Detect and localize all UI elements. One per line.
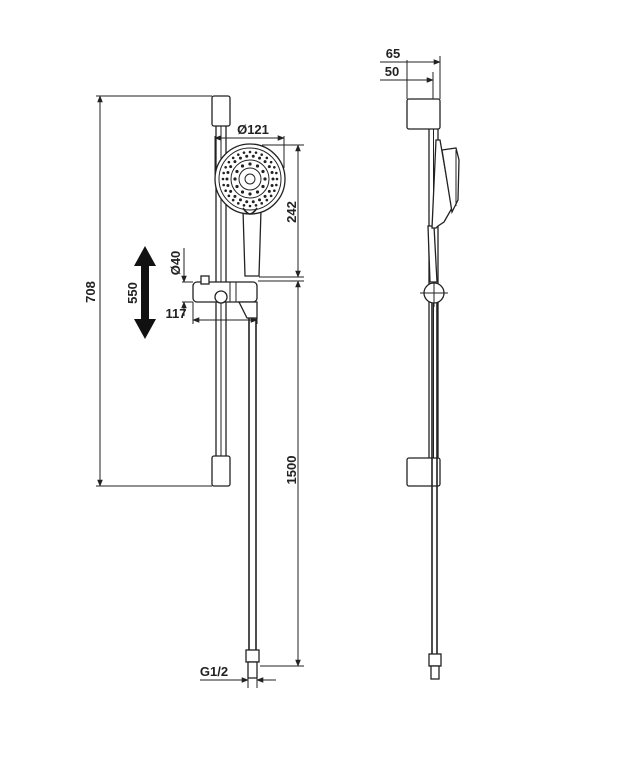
- nozzle-dot: [275, 177, 279, 181]
- nozzle-dot: [248, 204, 252, 208]
- nozzle-dot: [242, 151, 246, 154]
- slider-holder: [192, 275, 258, 319]
- nozzle-dot: [238, 156, 242, 160]
- dim-label-50: 50: [385, 64, 399, 79]
- nozzle-dot: [240, 164, 245, 168]
- nozzle-dot: [229, 165, 233, 169]
- nozzle-dot: [236, 202, 240, 205]
- dimension-65: 65: [380, 46, 441, 99]
- nozzle-dot: [251, 200, 255, 204]
- nozzle-dot: [248, 162, 252, 166]
- nozzle-dot: [251, 154, 255, 158]
- nozzle-dot: [261, 184, 265, 189]
- nozzle-dot: [233, 194, 237, 198]
- nozzle-dot: [258, 198, 262, 202]
- dim-label-550: 550: [125, 282, 140, 304]
- dim-label-g12: G1/2: [200, 664, 228, 679]
- nozzle-dot: [227, 160, 231, 164]
- front-view: 708 Ø121 242 Ø40 117: [83, 95, 304, 688]
- nozzle-dot: [222, 171, 225, 175]
- dim-label-diameter-40: Ø40: [168, 251, 183, 276]
- nozzle-dot: [245, 154, 249, 158]
- nozzle-dot: [269, 160, 273, 164]
- nozzle-dot: [270, 171, 274, 175]
- slide-range-arrow: [134, 246, 156, 339]
- dim-label-65: 65: [386, 46, 400, 61]
- nozzle-dot: [222, 183, 225, 187]
- nozzle-pattern: [221, 150, 279, 208]
- side-hand-shower: [427, 139, 460, 283]
- nozzle-dot: [248, 192, 252, 196]
- nozzle-dot: [263, 160, 267, 164]
- dim-label-117: 117: [166, 306, 187, 321]
- nozzle-dot: [267, 189, 271, 193]
- dimension-diameter-121: Ø121: [214, 122, 285, 176]
- nozzle-dot: [255, 190, 260, 194]
- shower-hose: [245, 318, 260, 679]
- nozzle-dot: [267, 165, 271, 169]
- nozzle-dot: [275, 171, 278, 175]
- nozzle-dot: [265, 156, 269, 160]
- nozzle-dot: [263, 177, 267, 181]
- nozzle-dot: [270, 183, 274, 187]
- nozzle-dot: [269, 194, 273, 198]
- dimension-g12: G1/2: [200, 664, 276, 688]
- nozzle-dot: [224, 189, 227, 193]
- dim-label-1500: 1500: [284, 456, 299, 485]
- dimension-242: 242: [259, 144, 304, 278]
- nozzle-dot: [235, 184, 239, 189]
- nozzle-dot: [226, 171, 230, 175]
- nozzle-dot: [233, 177, 237, 181]
- hand-shower: [214, 143, 286, 277]
- nozzle-dot: [231, 198, 235, 202]
- nozzle-dot: [233, 160, 237, 164]
- nozzle-dot: [224, 165, 227, 169]
- nozzle-dot: [242, 204, 246, 207]
- nozzle-dot: [265, 198, 269, 202]
- dim-label-708: 708: [83, 281, 98, 303]
- dimension-50: 50: [380, 64, 434, 99]
- nozzle-dot: [255, 164, 260, 168]
- nozzle-dot: [261, 169, 265, 174]
- nozzle-dot: [260, 153, 264, 156]
- nozzle-dot: [235, 169, 239, 174]
- nozzle-dot: [275, 183, 278, 187]
- dim-label-242: 242: [284, 201, 299, 223]
- side-view: 65 50: [380, 46, 460, 680]
- nozzle-dot: [225, 177, 229, 181]
- nozzle-dot: [227, 194, 231, 198]
- dimension-diameter-40: Ø40: [168, 248, 193, 316]
- nozzle-dot: [238, 198, 242, 202]
- nozzle-dot: [260, 202, 264, 205]
- nozzle-dot: [231, 156, 235, 160]
- side-bottom-bracket: [406, 457, 441, 487]
- nozzle-dot: [248, 150, 252, 154]
- nozzle-dot: [236, 153, 240, 156]
- nozzle-dot: [263, 194, 267, 198]
- nozzle-dot: [226, 183, 230, 187]
- nozzle-dot: [240, 190, 245, 194]
- nozzle-dot: [273, 189, 276, 193]
- nozzle-dot: [273, 165, 276, 169]
- nozzle-dot: [271, 177, 275, 181]
- dim-label-diameter-121: Ø121: [237, 122, 269, 137]
- top-wall-bracket: [211, 95, 231, 127]
- nozzle-dot: [258, 156, 262, 160]
- nozzle-dot: [221, 177, 225, 181]
- nozzle-dot: [254, 151, 258, 154]
- bottom-wall-bracket: [211, 455, 231, 487]
- dimension-117: 117: [166, 302, 258, 324]
- side-top-bracket: [406, 98, 441, 130]
- dimension-708: 708: [83, 95, 212, 487]
- dimension-1500: 1500: [258, 280, 304, 667]
- nozzle-dot: [229, 189, 233, 193]
- nozzle-dot: [254, 204, 258, 207]
- side-hose: [428, 303, 442, 680]
- nozzle-dot: [245, 200, 249, 204]
